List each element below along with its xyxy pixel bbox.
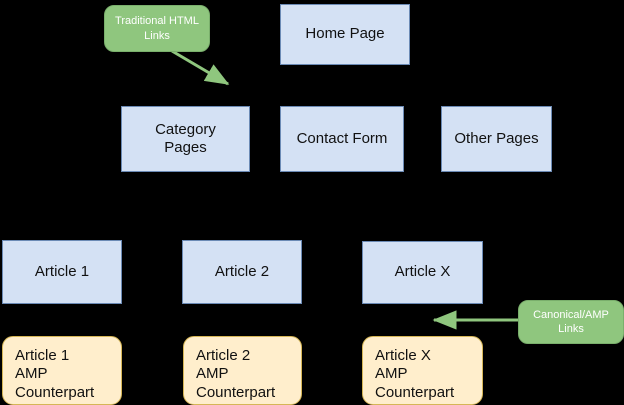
amp-x-line1: Article X (375, 347, 431, 364)
node-home-page-label: Home Page (305, 25, 385, 43)
node-category-pages-line1: Category (155, 120, 216, 138)
node-article-1-label: Article 1 (34, 262, 90, 280)
amp-1-line1: Article 1 (15, 347, 70, 364)
callout-canonical-amp-links[interactable]: Canonical/AMP Links (518, 300, 624, 344)
node-article-2[interactable]: Article 2 (182, 240, 302, 304)
node-other-pages[interactable]: Other Pages (441, 106, 552, 172)
callout-canonical-line1: Canonical/AMP (533, 308, 609, 321)
node-article-1-amp-counterpart[interactable]: Article 1 AMP Counterpart (2, 336, 122, 405)
callout-traditional-line1: Traditional HTML (115, 15, 199, 28)
amp-x-line2: AMP (375, 365, 408, 383)
amp-2-line1: Article 2 (196, 347, 251, 364)
node-category-pages-line2: Pages (164, 139, 207, 156)
amp-1-line2: AMP (15, 365, 48, 383)
node-article-x[interactable]: Article X (362, 241, 483, 304)
node-article-x-amp-counterpart[interactable]: Article X AMP Counterpart (362, 336, 483, 405)
node-category-pages[interactable]: Category Pages (121, 106, 250, 172)
callout-traditional-line2: Links (144, 29, 170, 42)
node-article-1[interactable]: Article 1 (2, 240, 122, 304)
amp-1-line3: Counterpart (15, 383, 95, 401)
amp-2-line2: AMP (196, 365, 229, 383)
amp-x-line3: Counterpart (375, 383, 455, 401)
node-contact-form[interactable]: Contact Form (280, 106, 404, 172)
callout-canonical-line2: Links (558, 323, 584, 335)
node-home-page[interactable]: Home Page (280, 4, 410, 65)
node-article-x-label: Article X (394, 263, 451, 281)
callout-traditional-html-links[interactable]: Traditional HTML Links (104, 5, 210, 52)
node-contact-form-label: Contact Form (296, 129, 388, 147)
arrow-traditional-html-links (171, 49, 230, 86)
node-article-2-label: Article 2 (214, 262, 270, 280)
amp-2-line3: Counterpart (196, 383, 276, 401)
node-article-2-amp-counterpart[interactable]: Article 2 AMP Counterpart (183, 336, 302, 405)
node-other-pages-label: Other Pages (454, 129, 539, 147)
